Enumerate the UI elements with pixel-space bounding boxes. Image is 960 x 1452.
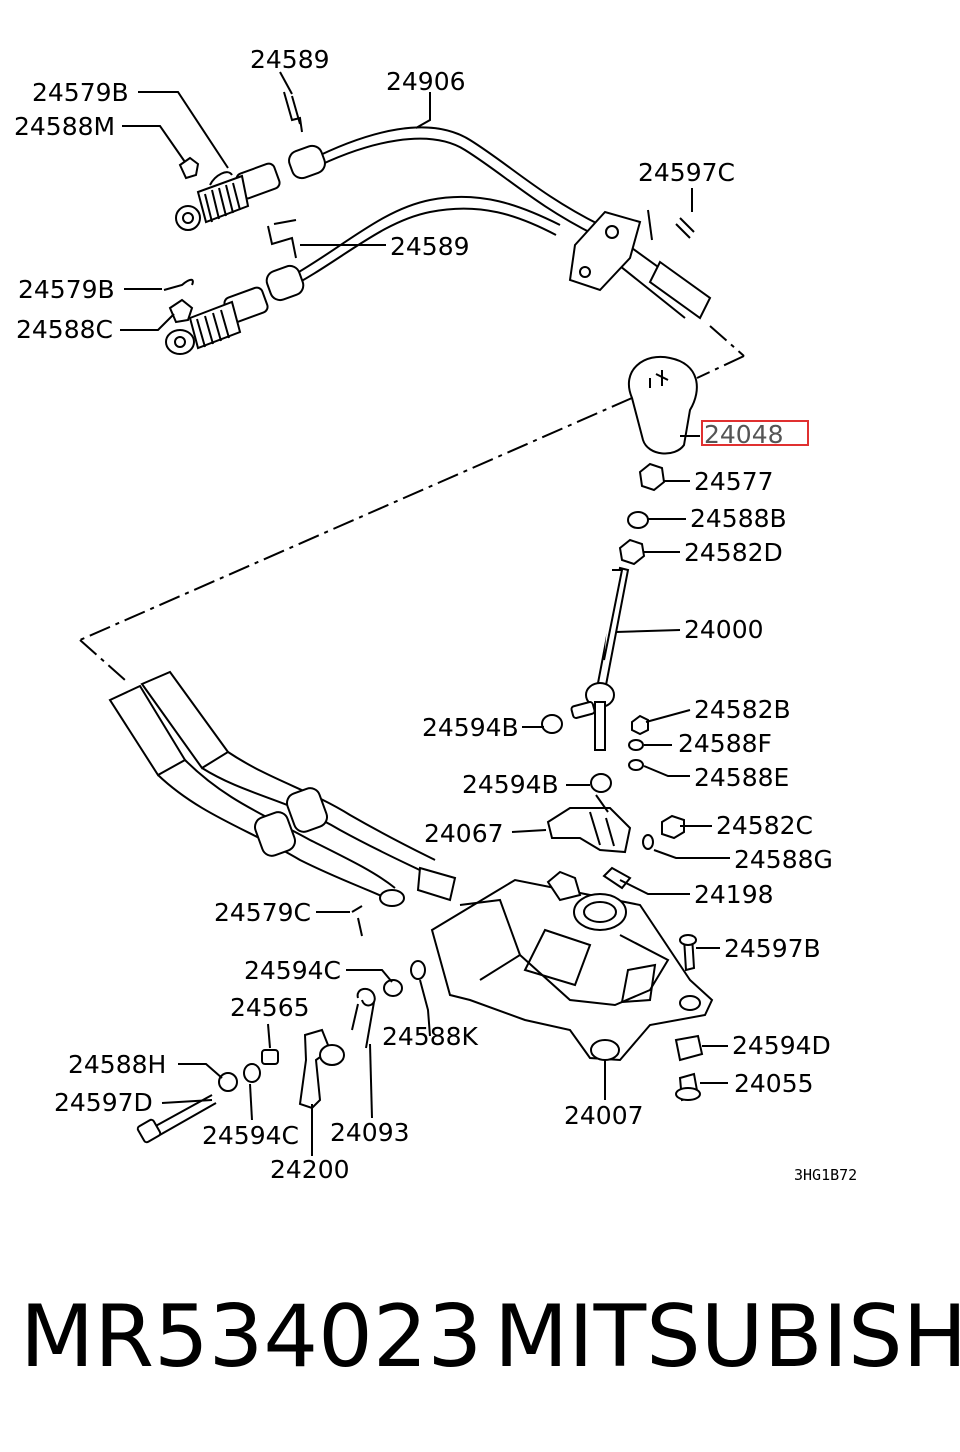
upper-small-parts bbox=[163, 91, 695, 324]
console-base bbox=[430, 870, 714, 1062]
label-24577: 24577 bbox=[694, 467, 774, 496]
label-24597B: 24597B bbox=[724, 934, 821, 963]
label-24594C-b: 24594C bbox=[202, 1121, 299, 1150]
label-24588E: 24588E bbox=[694, 763, 789, 792]
label-24067: 24067 bbox=[424, 819, 504, 848]
brand-name: MITSUBISHI bbox=[494, 1287, 960, 1387]
label-24906: 24906 bbox=[386, 67, 466, 96]
label-24582C: 24582C bbox=[716, 811, 813, 840]
label-24565: 24565 bbox=[230, 993, 310, 1022]
label-24055: 24055 bbox=[734, 1069, 814, 1098]
label-24582B: 24582B bbox=[694, 695, 791, 724]
boundary-lines bbox=[79, 325, 745, 681]
label-24007: 24007 bbox=[564, 1101, 644, 1130]
label-24588K: 24588K bbox=[382, 1022, 479, 1051]
label-24597D: 24597D bbox=[54, 1088, 153, 1117]
label-24594B-a: 24594B bbox=[422, 713, 519, 742]
label-24093: 24093 bbox=[330, 1118, 410, 1147]
label-24582D: 24582D bbox=[684, 538, 783, 567]
label-24589-mid: 24589 bbox=[390, 232, 470, 261]
label-24588C: 24588C bbox=[16, 315, 113, 344]
label-24588F: 24588F bbox=[678, 729, 772, 758]
lower-cables bbox=[108, 670, 457, 907]
label-24588G: 24588G bbox=[734, 845, 833, 874]
label-24579B-mid: 24579B bbox=[18, 275, 115, 304]
label-24198: 24198 bbox=[694, 880, 774, 909]
label-24594C-a: 24594C bbox=[244, 956, 341, 985]
shift-knob bbox=[627, 355, 698, 455]
label-24579B-top: 24579B bbox=[32, 78, 129, 107]
label-24200: 24200 bbox=[270, 1155, 350, 1184]
highlight-box bbox=[701, 420, 809, 446]
label-24597C: 24597C bbox=[638, 158, 735, 187]
label-24594B-b: 24594B bbox=[462, 770, 559, 799]
label-24594D: 24594D bbox=[732, 1031, 831, 1060]
shift-bracket bbox=[546, 807, 632, 890]
label-24579C: 24579C bbox=[214, 898, 311, 927]
part-number: MR534023 bbox=[20, 1287, 482, 1387]
part-labels: 24589 24906 24579B 24588M 24597C 24589 2… bbox=[14, 45, 857, 1184]
label-24000: 24000 bbox=[684, 615, 764, 644]
label-24588B: 24588B bbox=[690, 504, 787, 533]
label-24048: 24048 bbox=[704, 420, 784, 449]
label-24588H: 24588H bbox=[68, 1050, 166, 1079]
diagram-code: 3HG1B72 bbox=[794, 1166, 857, 1184]
leader-lines bbox=[120, 71, 730, 1156]
label-24588M: 24588M bbox=[14, 112, 115, 141]
label-24589-top: 24589 bbox=[250, 45, 330, 74]
lever-small-parts bbox=[541, 462, 685, 850]
lower-left-parts bbox=[136, 905, 704, 1144]
upper-cables bbox=[165, 126, 712, 355]
